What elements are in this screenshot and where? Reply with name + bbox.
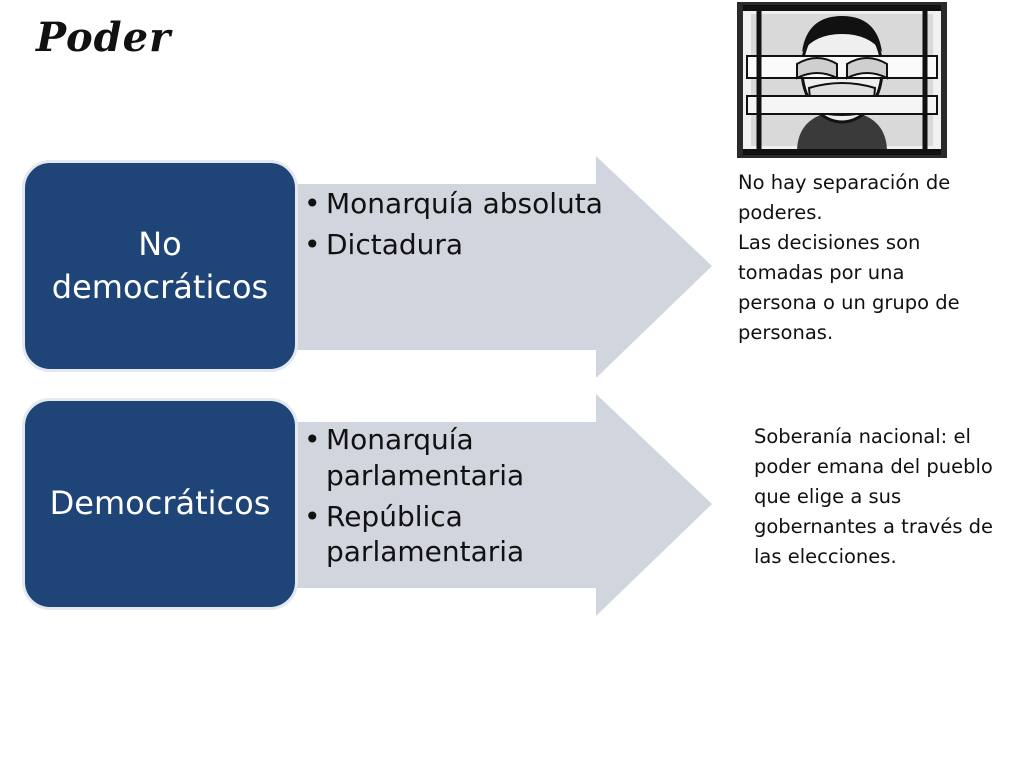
row-democratic: Democráticos Monarquía parlamentaria Rep…	[22, 394, 712, 618]
bullet-list: Monarquía parlamentaria República parlam…	[304, 422, 624, 575]
list-item: Dictadura	[304, 227, 624, 263]
slide-title: Poder	[36, 14, 172, 61]
note-non-democratic: No hay separación de poderes. Las decisi…	[738, 168, 978, 348]
label-box-democratic: Democráticos	[22, 398, 298, 610]
note-text: Las decisiones son tomadas por una perso…	[738, 231, 960, 344]
note-democratic: Soberanía nacional: el poder emana del p…	[754, 422, 994, 572]
list-item: Monarquía parlamentaria	[304, 422, 624, 494]
note-text: No hay separación de poderes.	[738, 171, 951, 224]
list-item: Monarquía absoluta	[304, 186, 624, 222]
censorship-illustration-icon	[737, 2, 947, 158]
bullet-list: Monarquía absoluta Dictadura	[304, 186, 624, 268]
label-box-non-democratic: No democráticos	[22, 160, 298, 372]
note-text: Soberanía nacional: el poder emana del p…	[754, 425, 994, 568]
row-non-democratic: No democráticos Monarquía absoluta Dicta…	[22, 156, 712, 380]
list-item: República parlamentaria	[304, 499, 624, 571]
